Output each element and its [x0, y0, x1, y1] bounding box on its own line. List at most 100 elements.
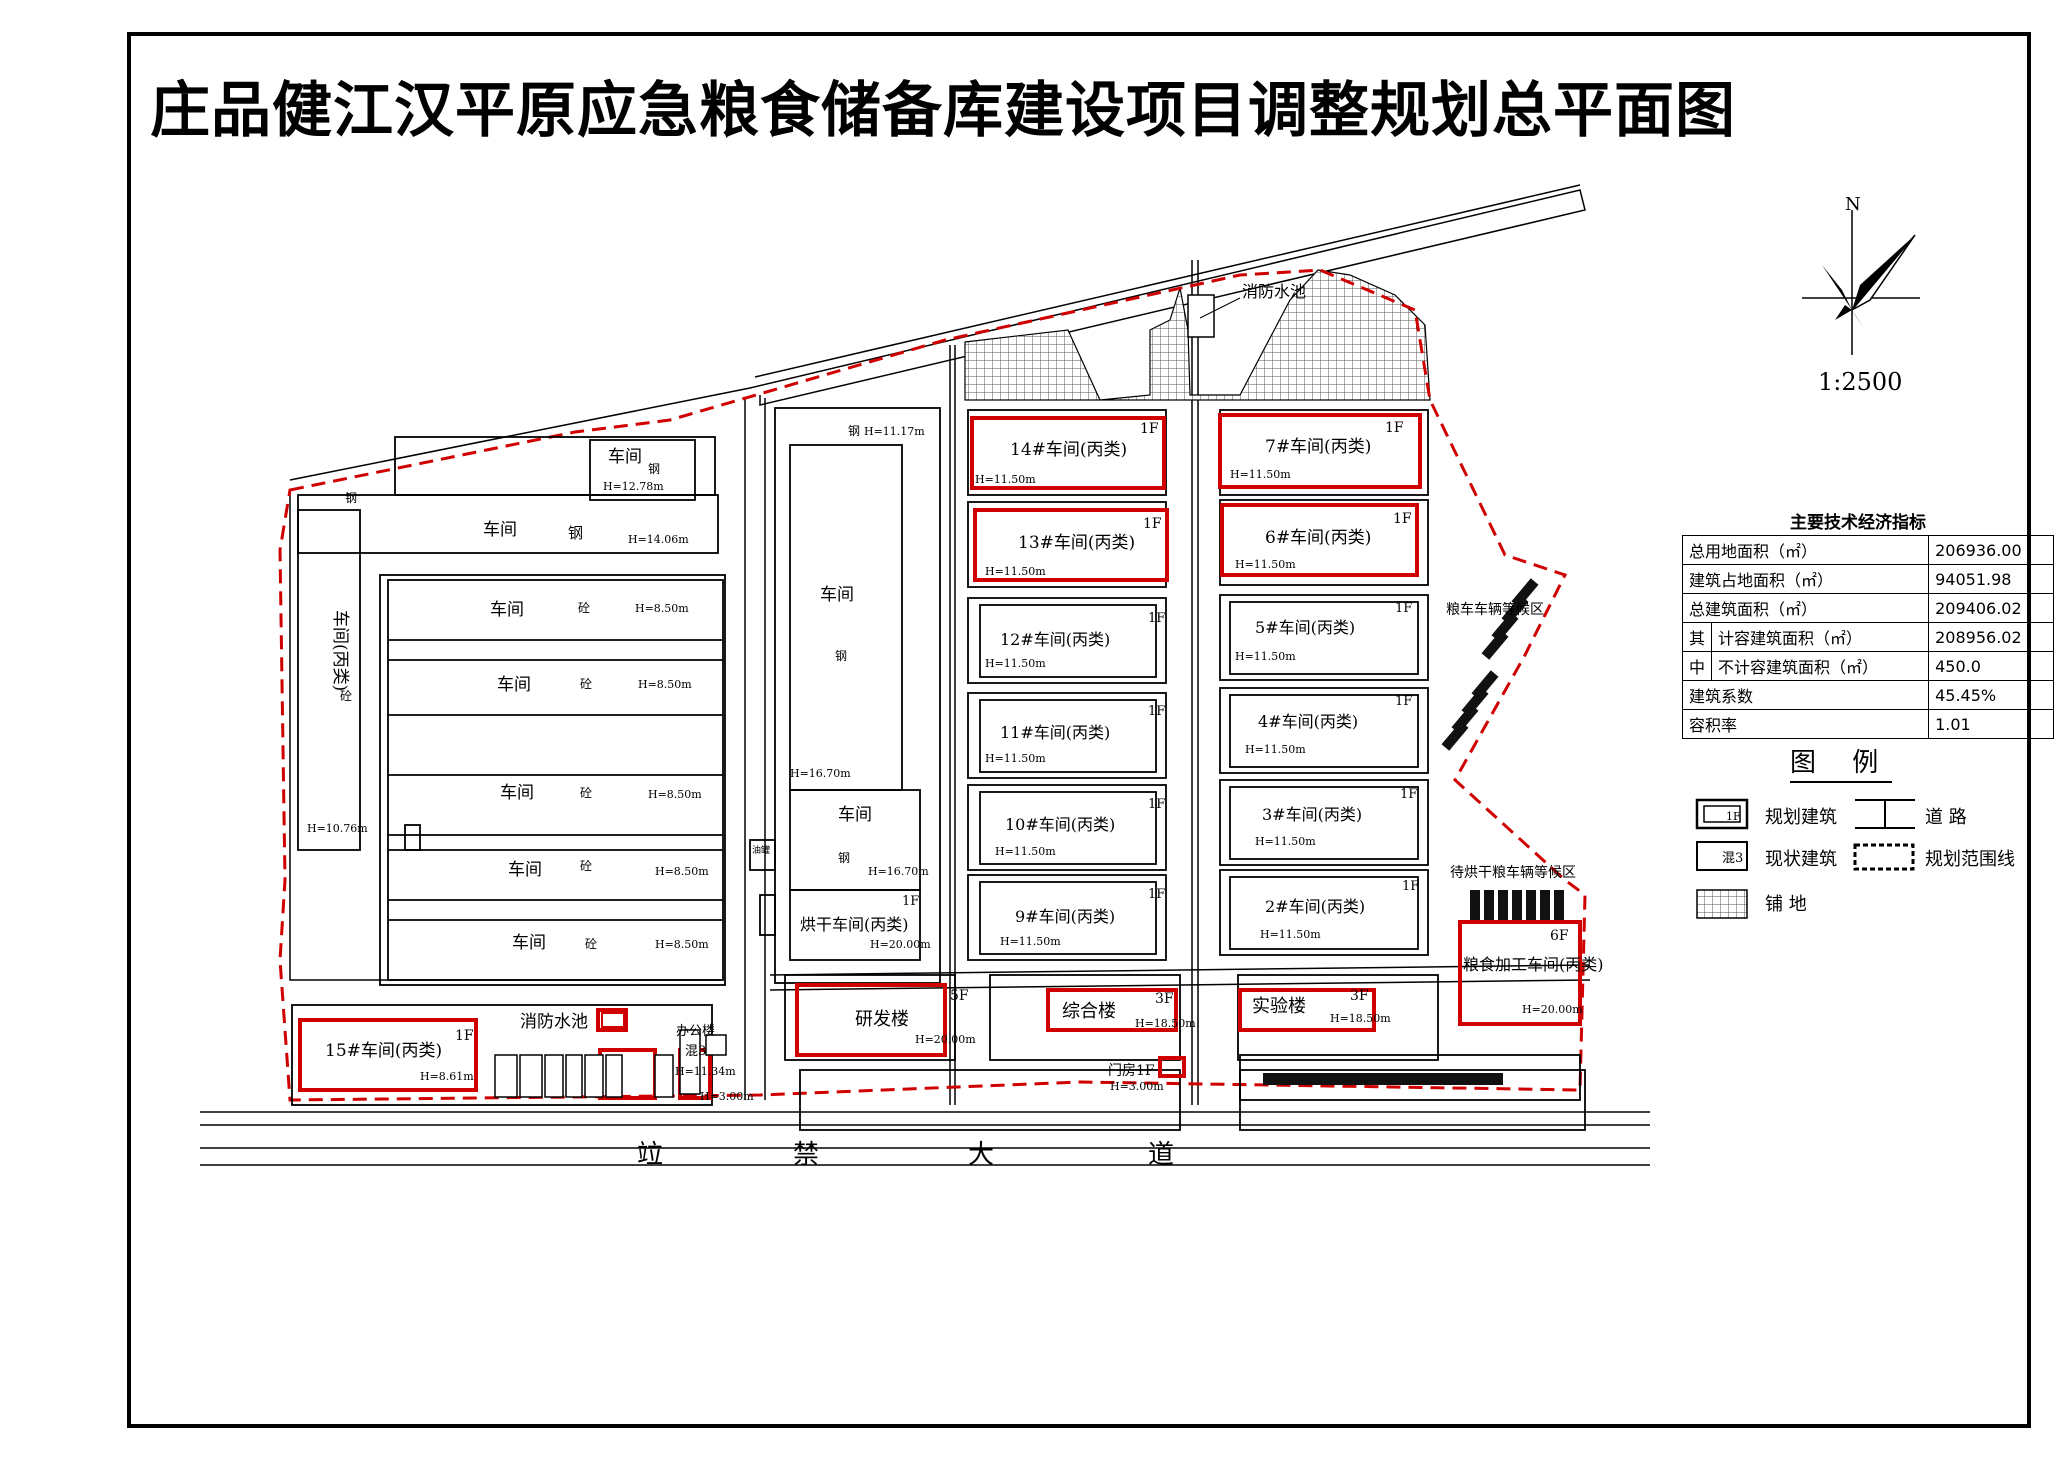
building-15-height: H=8.61m	[420, 1070, 474, 1083]
tech-label: 总用地面积（㎡）	[1681, 535, 1930, 565]
tech-table: 总用地面积（㎡） 206936.00 建筑占地面积（㎡） 94051.98 总建…	[1681, 535, 2054, 739]
tech-label: 建筑占地面积（㎡）	[1681, 564, 1930, 594]
north-arrow	[1802, 210, 1920, 355]
legend-labels: 规划建筑 道 路 现状建筑 规划范围线 铺 地	[1765, 807, 2015, 915]
svg-text:竝: 竝	[637, 1140, 663, 1170]
complex-building-floors: 3F	[1155, 991, 1174, 1007]
svg-text:砼: 砼	[578, 601, 590, 615]
building-6-name: 6#车间(丙类)	[1265, 528, 1371, 548]
fire-pool-north	[1187, 294, 1215, 338]
west-workshop-labels: 车间 钢 H=12.78m 钢 车间 钢 H=14.06m 车间 砼 H=8.5…	[307, 424, 929, 1103]
building-11-floors: 1F	[1148, 704, 1165, 719]
building-7-name: 7#车间(丙类)	[1265, 437, 1371, 457]
guardhouse-name: 门房1F	[1108, 1063, 1155, 1079]
svg-text:H=8.50m: H=8.50m	[655, 938, 709, 951]
tech-label: 建筑系数	[1681, 680, 1930, 710]
svg-text:车间: 车间	[500, 783, 534, 803]
svg-text:混3: 混3	[685, 1044, 706, 1059]
svg-text:铺 地: 铺 地	[1765, 894, 1807, 915]
svg-text:H=8.50m: H=8.50m	[655, 865, 709, 878]
building-9-height: H=11.50m	[1000, 935, 1061, 948]
building-5-name: 5#车间(丙类)	[1255, 618, 1355, 637]
table-row: 中 不计容建筑面积（㎡） 450.0	[1681, 651, 2054, 681]
svg-text:禁: 禁	[793, 1140, 819, 1170]
svg-text:车间: 车间	[608, 447, 642, 467]
svg-text:车间: 车间	[483, 520, 517, 540]
building-9-name: 9#车间(丙类)	[1015, 907, 1115, 926]
tech-label: 不计容建筑面积（㎡）	[1711, 651, 1930, 681]
building-4-floors: 1F	[1395, 694, 1412, 709]
building-6-floors: 1F	[1393, 511, 1412, 527]
svg-text:道: 道	[1148, 1140, 1174, 1170]
tech-value: 208956.02	[1928, 622, 2054, 652]
building-10-name: 10#车间(丙类)	[1005, 815, 1115, 834]
scale-label: 1:2500	[1818, 368, 1902, 396]
building-3-floors: 1F	[1400, 787, 1417, 802]
grain-waiting-label: 粮车车辆等候区	[1446, 601, 1544, 618]
tech-table-heading: 主要技术经济指标	[1790, 513, 1926, 533]
svg-text:钢: 钢	[838, 851, 850, 865]
building-14-name: 14#车间(丙类)	[1010, 440, 1127, 460]
building-9-floors: 1F	[1148, 887, 1165, 902]
dryer-building-height: H=20.00m	[870, 938, 931, 951]
complex-building-height: H=18.50m	[1135, 1017, 1196, 1030]
table-row: 建筑系数 45.45%	[1681, 680, 2054, 710]
building-11-height: H=11.50m	[985, 752, 1046, 765]
svg-text:油罐: 油罐	[752, 844, 770, 856]
tech-value: 209406.02	[1928, 593, 2054, 623]
building-4-height: H=11.50m	[1245, 743, 1306, 756]
building-2-height: H=11.50m	[1260, 928, 1321, 941]
legend-swatches: 1F 混3	[1695, 798, 1915, 919]
table-row: 容积率 1.01	[1681, 709, 2054, 739]
svg-text:办公楼: 办公楼	[676, 1024, 715, 1039]
road-name: 竝 禁 大 道	[637, 1140, 1174, 1170]
building-5-floors: 1F	[1395, 601, 1412, 616]
table-row: 建筑占地面积（㎡） 94051.98	[1681, 564, 2054, 594]
svg-text:H=16.70m: H=16.70m	[790, 767, 851, 780]
rnd-building-height: H=20.00m	[915, 1033, 976, 1046]
building-3-height: H=11.50m	[1255, 835, 1316, 848]
svg-text:大: 大	[968, 1140, 994, 1170]
fire-pool-south-label: 消防水池	[520, 1012, 588, 1032]
svg-text:H=3.00m: H=3.00m	[700, 1090, 754, 1103]
svg-text:H=8.50m: H=8.50m	[648, 788, 702, 801]
tech-value: 45.45%	[1928, 680, 2054, 710]
svg-text:混3: 混3	[1722, 851, 1743, 866]
grain-processing-height: H=20.00m	[1522, 1003, 1583, 1016]
svg-text:H=10.76m: H=10.76m	[307, 822, 368, 835]
dry-waiting-label: 待烘干粮车辆等候区	[1450, 864, 1576, 881]
svg-text:H=8.50m: H=8.50m	[638, 678, 692, 691]
tech-sub-label: 中	[1681, 651, 1713, 681]
svg-text:车间: 车间	[497, 675, 531, 695]
building-2-name: 2#车间(丙类)	[1265, 897, 1365, 916]
planning-boundary	[278, 268, 1587, 1102]
svg-text:车间: 车间	[820, 585, 854, 605]
building-10-floors: 1F	[1148, 797, 1165, 812]
building-14-height: H=11.50m	[975, 473, 1036, 486]
svg-text:H=12.78m: H=12.78m	[603, 480, 664, 493]
building-5-height: H=11.50m	[1235, 650, 1296, 663]
complex-building-name: 综合楼	[1062, 1001, 1116, 1022]
svg-text:H=14.06m: H=14.06m	[628, 533, 689, 546]
tech-value: 94051.98	[1928, 564, 2054, 594]
lab-building-name: 实验楼	[1252, 996, 1306, 1017]
svg-text:H=11.17m: H=11.17m	[864, 425, 925, 438]
tech-value: 450.0	[1928, 651, 2054, 681]
existing-small-buildings	[494, 1029, 727, 1098]
planned-buildings	[298, 413, 1582, 1100]
truck-waiting-lots	[1263, 578, 1564, 1085]
existing-west-buildings	[297, 407, 941, 986]
tech-sub-label: 其	[1681, 622, 1713, 652]
svg-text:砼: 砼	[580, 677, 592, 691]
svg-text:规划建筑: 规划建筑	[1765, 807, 1837, 828]
dryer-building-name: 烘干车间(丙类)	[800, 915, 909, 934]
svg-text:砼: 砼	[580, 786, 592, 800]
fire-pool-south	[601, 1012, 625, 1028]
building-12-name: 12#车间(丙类)	[1000, 630, 1110, 649]
table-row: 总建筑面积（㎡） 209406.02	[1681, 593, 2054, 623]
building-6-height: H=11.50m	[1235, 558, 1296, 571]
svg-text:现状建筑: 现状建筑	[1765, 849, 1837, 870]
building-3-name: 3#车间(丙类)	[1262, 805, 1362, 824]
drawing-title: 庄品健江汉平原应急粮食储备库建设项目调整规划总平面图	[150, 76, 1736, 146]
lab-building-floors: 3F	[1350, 988, 1369, 1004]
